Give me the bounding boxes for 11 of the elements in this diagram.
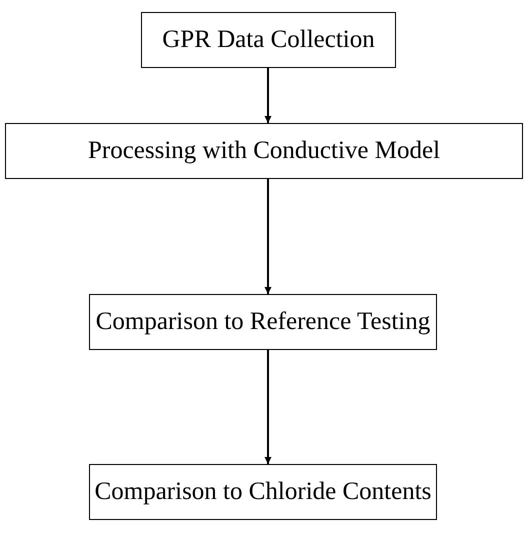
process-box [141, 12, 396, 68]
box-label: Comparison to Chloride Contents [94, 478, 432, 506]
process-box [89, 294, 437, 350]
box-label: Processing with Conductive Model [88, 137, 440, 165]
arrow [264, 350, 272, 464]
process-box [89, 464, 437, 520]
box-label: GPR Data Collection [162, 26, 375, 54]
arrow [264, 68, 272, 123]
arrow [264, 179, 272, 294]
process-box [5, 123, 523, 179]
box-label: Comparison to Reference Testing [96, 308, 430, 336]
